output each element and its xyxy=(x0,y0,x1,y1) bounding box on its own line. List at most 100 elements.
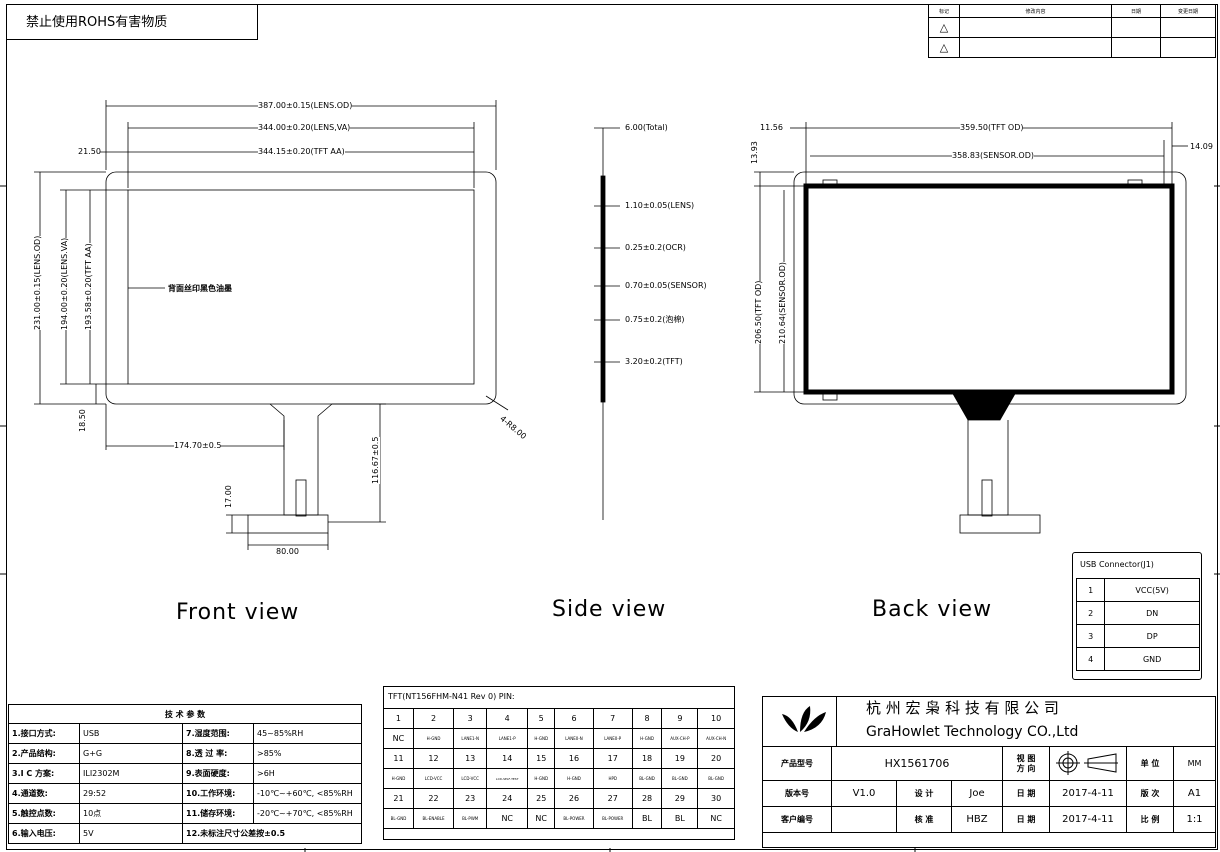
side-view-title: Side view xyxy=(552,597,667,622)
scale-value: 1:1 xyxy=(1173,806,1216,833)
pin-name: H-GND xyxy=(554,768,594,789)
side-view-drawing xyxy=(594,127,620,520)
dim-lens-od: 387.00±0.15(LENS.OD) xyxy=(258,101,353,111)
pin-name: BL-POWER xyxy=(554,808,594,829)
pin-number: 14 xyxy=(486,748,529,769)
pin-name: BL-POWER xyxy=(592,808,633,829)
pin-name: LCD-SELF-TEST xyxy=(486,768,529,789)
spec-label: 6.输入电压: xyxy=(8,823,80,844)
back-left-offset: 11.56 xyxy=(760,123,783,132)
pin-number: 18 xyxy=(631,748,663,769)
pin-name: BL-GND xyxy=(383,808,414,829)
spec-value: 45~85%RH xyxy=(253,723,362,744)
back-h-tft-od: 206.50(TFT OD) xyxy=(754,280,763,344)
pin-number: 22 xyxy=(412,788,455,809)
pin-number: 6 xyxy=(554,708,594,729)
spec-value: 29:52 xyxy=(79,783,183,804)
pin-name: NC xyxy=(527,808,556,829)
pin-name: H-GND xyxy=(527,728,556,749)
pin-number: 13 xyxy=(453,748,488,769)
unit-value: MM xyxy=(1173,746,1216,781)
pin-name: LCD-VCC xyxy=(412,768,455,789)
dim-left-offset: 21.50 xyxy=(78,147,101,156)
model-label: 产品型号 xyxy=(762,746,832,781)
pin-number: 26 xyxy=(554,788,594,809)
pin-name: NC xyxy=(383,728,414,749)
pin-name: BL xyxy=(661,808,699,829)
pin-name: BL-PWM xyxy=(453,808,488,829)
back-sensor-od: 358.83(SENSOR.OD) xyxy=(952,151,1034,161)
spec-value: -10℃~+60℃, <85%RH xyxy=(253,783,362,804)
spec-value: -20℃~+70℃, <85%RH xyxy=(253,803,362,824)
side-layer: 0.75±0.2(泡棉) xyxy=(625,315,685,324)
back-tft-od: 359.50(TFT OD) xyxy=(960,123,1024,133)
spec-label: 7.湿度范围: xyxy=(182,723,254,744)
pin-name: HPD xyxy=(592,768,633,789)
pin-name: H-GND xyxy=(383,768,414,789)
pin-number: 21 xyxy=(383,788,414,809)
pin-number: 5 xyxy=(527,708,556,729)
usb-pin-number: 2 xyxy=(1075,601,1106,625)
pin-number: 10 xyxy=(697,708,735,729)
pin-name: AUX-CH-N xyxy=(697,728,735,749)
customer-label: 客户编号 xyxy=(762,806,832,833)
pin-number: 28 xyxy=(631,788,663,809)
pin-name: LCD-VCC xyxy=(453,768,488,789)
pin-number: 7 xyxy=(592,708,633,729)
back-view-drawing xyxy=(754,122,1188,534)
title-block-table: 产品型号 HX1561706 视 图 方 向 单 位 MM 版本号 V1.0 设… xyxy=(762,746,1216,833)
pin-name: LANE0-N xyxy=(554,728,594,749)
version-value: V1.0 xyxy=(831,780,897,807)
usb-pin-number: 4 xyxy=(1075,647,1106,671)
dim-connector-width: 80.00 xyxy=(276,547,299,556)
logo-divider xyxy=(836,696,837,746)
dim-fpc-offset: 174.70±0.5 xyxy=(174,441,222,451)
pin-number: 27 xyxy=(592,788,633,809)
spec-label: 10.工作环境: xyxy=(182,783,254,804)
spec-note: 12.未标注尺寸公差按±0.5 xyxy=(182,823,362,844)
pin-number: 25 xyxy=(527,788,556,809)
pin-number: 3 xyxy=(453,708,488,729)
company-name-cn: 杭 州 宏 枭 科 技 有 限 公 司 xyxy=(866,699,1059,717)
spec-label: 4.通道数: xyxy=(8,783,80,804)
spec-value: ILI2302M xyxy=(79,763,183,784)
side-layer: 3.20±0.2(TFT) xyxy=(625,357,683,366)
unit-label: 单 位 xyxy=(1126,746,1174,781)
usb-title: USB Connector(J1) xyxy=(1080,560,1154,569)
pin-number: 17 xyxy=(592,748,633,769)
pin-number: 30 xyxy=(697,788,735,809)
usb-pin-name: GND xyxy=(1104,647,1200,671)
spec-value: >6H xyxy=(253,763,362,784)
date-label: 日 期 xyxy=(1002,806,1050,833)
pin-name: H-GND xyxy=(527,768,556,789)
pin-name: LANE1-P xyxy=(486,728,529,749)
back-right-offset: 14.09 xyxy=(1190,142,1213,151)
back-top-offset: 13.93 xyxy=(750,141,759,164)
pin-number: 1 xyxy=(383,708,414,729)
approve-label: 核 准 xyxy=(896,806,952,833)
side-total: 6.00(Total) xyxy=(625,123,668,132)
back-view-title: Back view xyxy=(872,597,993,622)
pin-number: 16 xyxy=(554,748,594,769)
pin-number: 9 xyxy=(661,708,699,729)
design-label: 设 计 xyxy=(896,780,952,807)
pin-name: LANE1-N xyxy=(453,728,488,749)
revision-label: 版 次 xyxy=(1126,780,1174,807)
pin-name: BL-GND xyxy=(631,768,663,789)
scale-label: 比 例 xyxy=(1126,806,1174,833)
usb-pin-number: 1 xyxy=(1075,578,1106,602)
spec-value: >85% xyxy=(253,743,362,764)
pin-number: 24 xyxy=(486,788,529,809)
pin-number: 20 xyxy=(697,748,735,769)
dim-tft-aa: 344.15±0.20(TFT AA) xyxy=(258,147,345,157)
date-label: 日 期 xyxy=(1002,780,1050,807)
pin-number: 8 xyxy=(631,708,663,729)
designer-value: Joe xyxy=(951,780,1003,807)
date-value: 2017-4-11 xyxy=(1049,806,1127,833)
pin-name: BL-GND xyxy=(697,768,735,789)
drawing-frame xyxy=(6,4,1218,850)
pin-table-title: TFT(NT156FHM-N41 Rev 0) PIN: xyxy=(388,692,515,701)
